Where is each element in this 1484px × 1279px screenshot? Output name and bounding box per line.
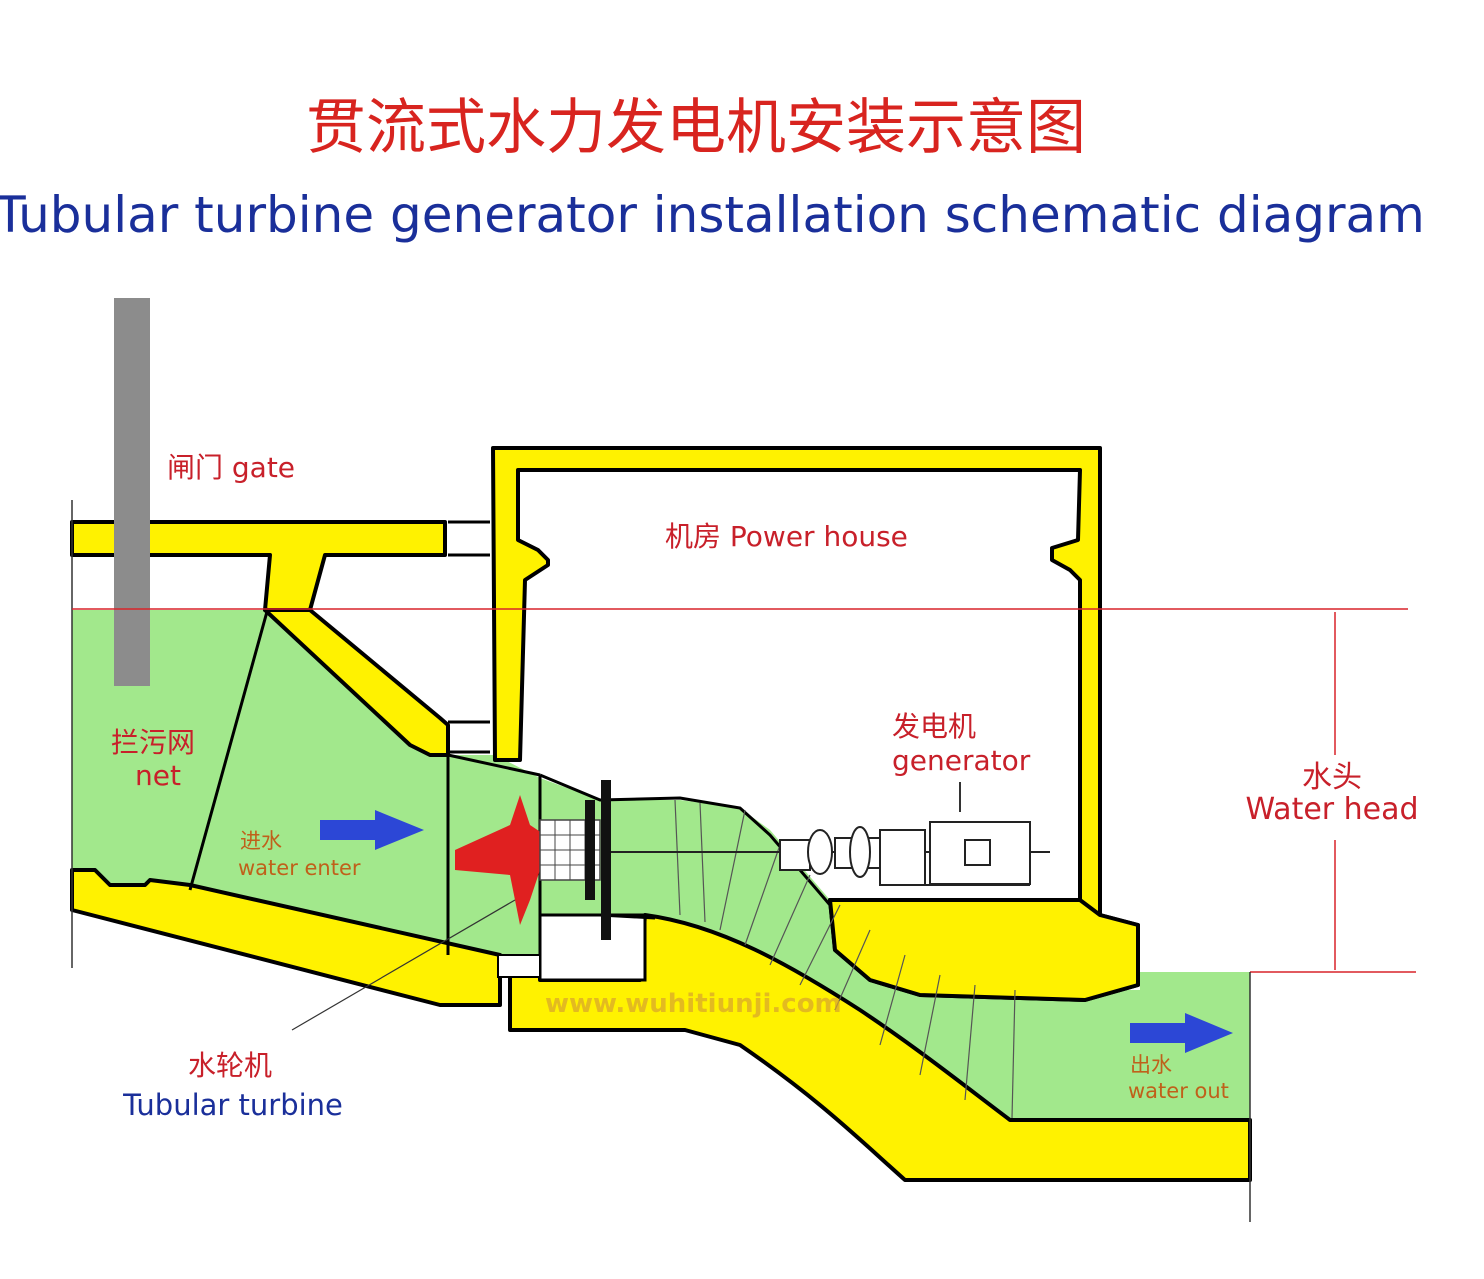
water-enter-arrow <box>320 810 424 850</box>
turbine-pit <box>538 913 647 982</box>
power-house-label: 机房 Power house <box>665 520 908 553</box>
intake-roof <box>263 608 450 757</box>
turbine-label-cn: 水轮机 <box>188 1049 272 1082</box>
net-label-en: net <box>135 759 181 792</box>
generator-unit <box>779 821 1031 886</box>
generator-label-en: generator <box>892 744 1031 777</box>
draft-tube-segments <box>674 799 1016 1119</box>
generator-label-cn: 发电机 <box>892 710 976 743</box>
title-chinese: 贯流式水力发电机安装示意图 <box>306 93 1086 163</box>
generator-foundation <box>828 898 1140 1002</box>
water-head-label-cn: 水头 <box>1302 760 1362 795</box>
water-out-arrow <box>1130 1013 1233 1053</box>
water-enter-label-en: water enter <box>238 856 361 880</box>
upstream-water <box>72 610 495 955</box>
watermark: www.wuhitiunji.com <box>545 989 842 1019</box>
water-enter-label-cn: 进水 <box>240 829 282 853</box>
net-label-cn: 拦污网 <box>111 726 195 759</box>
water-out-label-en: water out <box>1128 1079 1229 1103</box>
draft-tube-floor <box>508 913 1252 1182</box>
pit-step <box>497 954 541 978</box>
gate-label: 闸门 gate <box>167 451 295 484</box>
flow-arrows <box>320 810 1233 1053</box>
turbine-runner <box>455 780 611 940</box>
gate-shaft <box>114 298 150 686</box>
title-english: Tubular turbine generator installation s… <box>0 186 1425 244</box>
water-head-label-en: Water head <box>1245 792 1418 827</box>
water-out-label-cn: 出水 <box>1130 1053 1172 1077</box>
water-level-lines <box>72 608 1416 973</box>
turbine-label-en: Tubular turbine <box>122 1088 343 1122</box>
turbine-leader <box>291 899 516 1031</box>
